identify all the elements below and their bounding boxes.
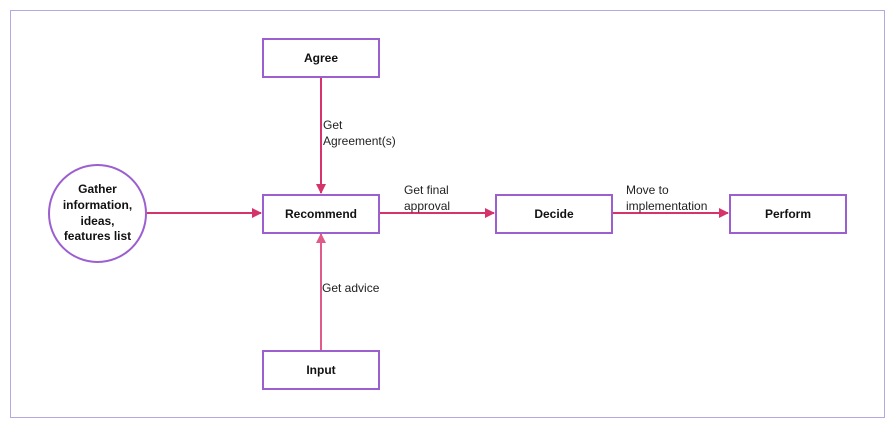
- input-node: Input: [262, 350, 380, 390]
- decide-label: Decide: [534, 207, 574, 221]
- agree-label: Agree: [303, 51, 338, 65]
- gather-label: Gather information, ideas, features list: [62, 182, 133, 244]
- agree-edge-label: Get Agreement(s): [323, 118, 396, 149]
- agree-node: Agree: [262, 38, 380, 78]
- decide-node: Decide: [495, 194, 613, 234]
- recommend-node: Recommend: [262, 194, 380, 234]
- perform-node: Perform: [729, 194, 847, 234]
- recommend-label: Recommend: [284, 207, 358, 221]
- input-label: Input: [306, 363, 336, 377]
- diagram-frame: [10, 10, 885, 418]
- perform-label: Perform: [764, 207, 811, 221]
- gather-node: Gather information, ideas, features list: [48, 164, 147, 263]
- approval-edge-label: Get final approval: [404, 183, 451, 214]
- advice-edge-label: Get advice: [322, 281, 380, 295]
- implementation-edge-label: Move to implementation: [626, 183, 708, 214]
